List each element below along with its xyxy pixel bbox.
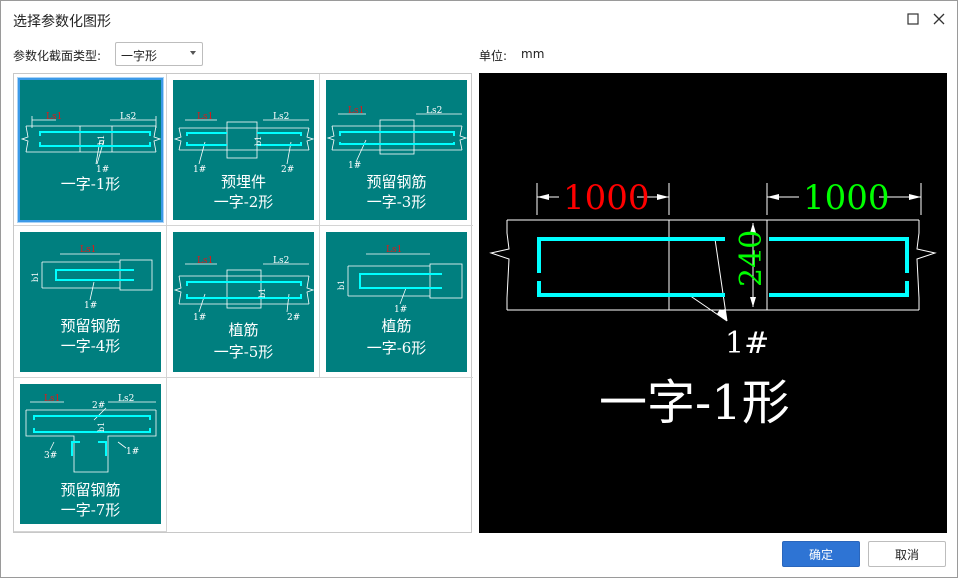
rebar-label-2: 2#	[281, 165, 294, 175]
rebar-label: 1#	[348, 161, 361, 171]
shape-gallery: Ls1 Ls2 b1 1# 一字-1形	[13, 73, 473, 533]
shape-caption-line1: 预留钢筋	[60, 481, 121, 499]
section-type-value: 一字形	[121, 49, 158, 63]
close-icon	[933, 13, 945, 25]
preview-pane: 1000 1000 240 1# 一字-1形	[479, 73, 947, 533]
rebar-label-2: 2#	[287, 313, 300, 323]
wall-section-drawing: Ls1 Ls2 2# b1 3# 1#	[25, 394, 157, 473]
wall-section-drawing: Ls1 Ls2 b1 1# 2#	[173, 112, 314, 175]
right-dimension-value: 1000	[803, 178, 890, 218]
toolbar-row: 参数化截面类型: 一字形 单位: mm	[13, 42, 953, 66]
b1-label: b1	[258, 288, 267, 298]
preview-drawing: 1000 1000 240 1# 一字-1形	[489, 178, 937, 431]
shape-caption-line2: 一字-3形	[366, 193, 427, 211]
shape-caption-line1: 预留钢筋	[60, 317, 121, 335]
close-button[interactable]	[929, 9, 949, 29]
shape-item-yizi-5[interactable]: Ls1 Ls2 b1 1# 2# 植筋 一字-5形	[167, 226, 320, 378]
shape-thumbnail: Ls1 Ls2 1# 预留钢筋 一字-3形	[326, 80, 467, 220]
rebar-label: 1#	[394, 305, 407, 315]
shape-caption-line1: 植筋	[381, 317, 412, 335]
rebar-label-3: 3#	[44, 451, 57, 461]
dialog-title: 选择参数化图形	[13, 14, 111, 30]
rebar-label: 1#	[193, 313, 206, 323]
shape-caption-line2: 一字-6形	[366, 339, 427, 357]
rebar-label: 1#	[193, 165, 206, 175]
wall-section-drawing: Ls1 b1 1#	[337, 245, 463, 315]
ls1-label: Ls1	[197, 256, 213, 266]
shape-caption-line2: 一字-4形	[60, 337, 121, 355]
shape-thumbnail: Ls1 Ls2 b1 1# 2# 植筋 一字-5形	[173, 232, 314, 372]
shape-item-yizi-1[interactable]: Ls1 Ls2 b1 1# 一字-1形	[14, 74, 167, 226]
ls2-label: Ls2	[426, 106, 442, 116]
section-type-label: 参数化截面类型:	[13, 49, 102, 63]
preview-shape-name: 一字-1形	[599, 375, 790, 431]
ls2-label: Ls2	[273, 112, 289, 122]
ls1-label: Ls1	[197, 112, 213, 122]
ls1-label: Ls1	[80, 245, 96, 255]
shape-thumbnail: Ls1 Ls2 b1 1# 一字-1形	[18, 78, 163, 222]
shape-caption-line1: 植筋	[228, 321, 259, 339]
shape-caption-line1: 预留钢筋	[366, 173, 427, 191]
unit-value: mm	[521, 47, 545, 61]
ls2-label: Ls2	[273, 256, 289, 266]
ls1-label: Ls1	[44, 394, 60, 404]
b1-label: b1	[254, 136, 263, 146]
wall-section-drawing: Ls1 Ls2 b1 1#	[20, 112, 161, 175]
rebar-label: 1#	[96, 165, 109, 175]
b1-label: b1	[97, 135, 106, 145]
shape-thumbnail: Ls1 Ls2 2# b1 3# 1# 预留钢筋 一字-7形	[20, 384, 161, 524]
ls2-label: Ls2	[120, 112, 136, 122]
shape-item-yizi-4[interactable]: Ls1 b1 1# 预留钢筋 一字-4形	[14, 226, 167, 378]
b1-label: b1	[97, 422, 106, 432]
shape-caption-line2: 一字-5形	[213, 343, 274, 361]
shape-caption-line2: 一字-2形	[213, 193, 274, 211]
shape-thumbnail: Ls1 b1 1# 预留钢筋 一字-4形	[20, 232, 161, 372]
wall-section-drawing: Ls1 b1 1#	[31, 245, 153, 311]
b1-label: b1	[31, 272, 40, 282]
shape-thumbnail: Ls1 Ls2 b1 1# 2# 预埋件 一字-2形	[173, 80, 314, 220]
chevron-down-icon	[190, 51, 196, 55]
ls1-label: Ls1	[46, 112, 62, 122]
rebar-label: 1#	[84, 301, 97, 311]
wall-section-drawing: Ls1 Ls2 b1 1# 2#	[173, 256, 314, 323]
ls1-label: Ls1	[348, 106, 364, 116]
shape-thumbnail: Ls1 b1 1# 植筋 一字-6形	[326, 232, 467, 372]
shape-item-yizi-3[interactable]: Ls1 Ls2 1# 预留钢筋 一字-3形	[320, 74, 473, 226]
rebar-label-2: 2#	[92, 401, 105, 411]
ls1-label: Ls1	[386, 245, 402, 255]
shape-item-yizi-6[interactable]: Ls1 b1 1# 植筋 一字-6形	[320, 226, 473, 378]
b1-label: b1	[337, 280, 346, 290]
cancel-button[interactable]: 取消	[868, 541, 946, 567]
shape-item-yizi-2[interactable]: Ls1 Ls2 b1 1# 2# 预埋件 一字-2形	[167, 74, 320, 226]
maximize-button[interactable]	[903, 9, 923, 29]
thickness-value: 240	[734, 230, 769, 287]
ls2-label: Ls2	[118, 394, 134, 404]
ok-button[interactable]: 确定	[782, 541, 860, 567]
rebar-label: 1#	[725, 326, 769, 361]
shape-caption: 一字-1形	[60, 175, 121, 193]
title-bar: 选择参数化图形	[1, 1, 957, 37]
square-icon	[907, 13, 919, 25]
unit-label: 单位:	[479, 49, 508, 63]
rebar-label: 1#	[126, 447, 139, 457]
shape-caption-line1: 预埋件	[220, 173, 266, 191]
wall-section-drawing: Ls1 Ls2 1#	[326, 106, 467, 171]
section-type-select[interactable]: 一字形	[115, 42, 203, 66]
shape-caption-line2: 一字-7形	[60, 501, 121, 519]
shape-item-yizi-7[interactable]: Ls1 Ls2 2# b1 3# 1# 预留钢筋 一字-7形	[14, 378, 167, 532]
left-dimension-value: 1000	[563, 178, 650, 218]
